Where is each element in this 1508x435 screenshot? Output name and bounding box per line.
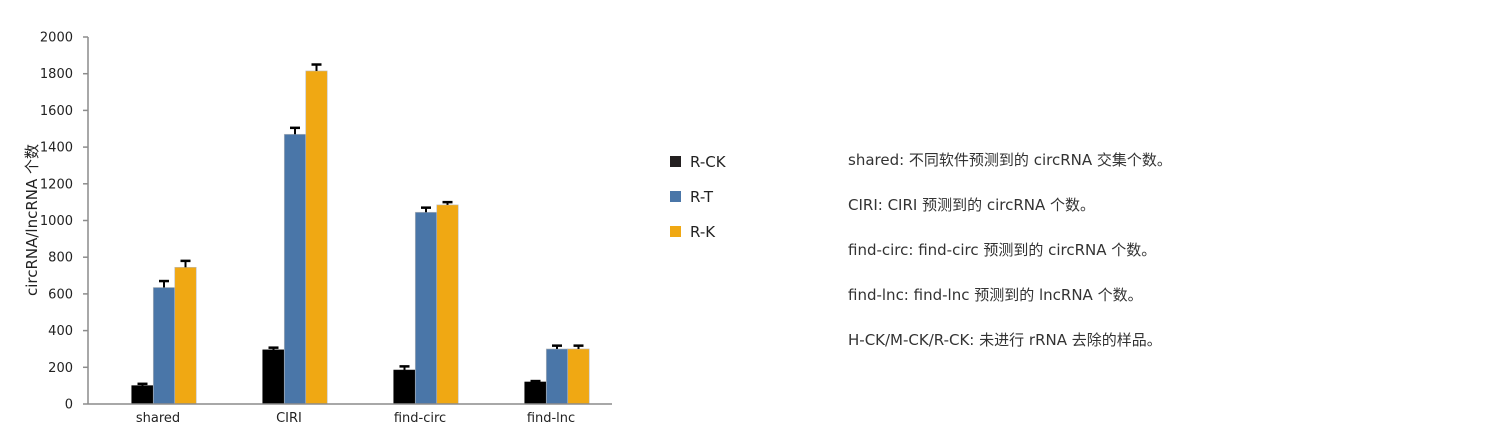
- bar-r-t-find-circ: [414, 211, 438, 405]
- chart-legend: R-CK R-T R-K: [670, 150, 726, 243]
- note-ciri: CIRI: CIRI 预测到的 circRNA 个数。: [848, 196, 1096, 214]
- y-tick-label: 400: [48, 324, 73, 339]
- bar-r-t-shared: [152, 287, 176, 405]
- y-tick-label: 2000: [40, 31, 73, 46]
- y-tick-label: 0: [65, 398, 73, 413]
- legend-label: R-CK: [690, 152, 726, 171]
- y-axis-label: circRNA/lncRNA 个数: [23, 144, 41, 296]
- y-tick-label: 1800: [40, 67, 73, 82]
- bar-r-ck-ciri: [262, 349, 285, 405]
- y-tick-label: 800: [48, 251, 73, 266]
- y-tick-label: 1200: [40, 177, 73, 192]
- bar-r-t-find-lnc: [545, 348, 569, 405]
- bar-r-k-shared: [174, 266, 197, 405]
- bar-r-ck-shared: [131, 385, 154, 405]
- note-find-circ: find-circ: find-circ 预测到的 circRNA 个数。: [848, 241, 1157, 259]
- x-category-label: CIRI: [276, 411, 302, 426]
- y-tick-label: 1000: [40, 214, 73, 229]
- bar-r-k-find-circ: [436, 204, 459, 405]
- y-tick-label: 600: [48, 287, 73, 302]
- x-category-label: shared: [136, 411, 180, 426]
- chart-notes: shared: 不同软件预测到的 circRNA 交集个数。 CIRI: CIR…: [848, 149, 1172, 374]
- y-tick-label: 1600: [40, 104, 73, 119]
- bar-r-ck-find-lnc: [524, 381, 547, 405]
- bar-chart: 0 200 400 600 800 1000 1200 1400 1600 1800 2000 cir…: [23, 31, 612, 426]
- legend-label: R-T: [690, 187, 714, 206]
- bar-r-k-ciri: [305, 70, 328, 405]
- x-category-label: find-lnc: [527, 411, 575, 426]
- legend-item-r-t: R-T: [670, 185, 726, 208]
- x-category-label: find-circ: [394, 411, 446, 426]
- y-tick-label: 200: [48, 361, 73, 376]
- legend-swatch-r-ck: [670, 156, 681, 167]
- bar-r-ck-find-circ: [393, 369, 416, 405]
- legend-swatch-r-k: [670, 226, 681, 237]
- bar-r-t-ciri: [283, 133, 307, 405]
- y-tick-label: 1400: [40, 141, 73, 156]
- legend-item-r-k: R-K: [670, 220, 726, 243]
- legend-swatch-r-t: [670, 191, 681, 202]
- legend-label: R-K: [690, 222, 716, 241]
- legend-item-r-ck: R-CK: [670, 150, 726, 173]
- note-find-lnc: find-lnc: find-lnc 预测到的 lncRNA 个数。: [848, 286, 1143, 304]
- note-ck-samples: H-CK/M-CK/R-CK: 未进行 rRNA 去除的样品。: [848, 331, 1162, 349]
- bar-r-k-find-lnc: [567, 348, 590, 405]
- note-shared: shared: 不同软件预测到的 circRNA 交集个数。: [848, 151, 1172, 169]
